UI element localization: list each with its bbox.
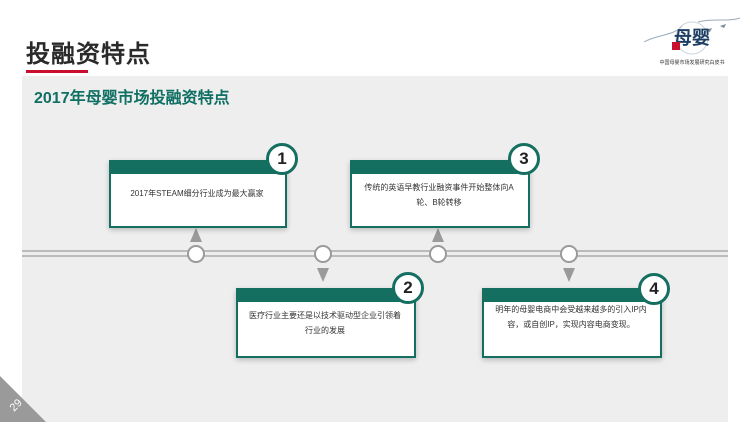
arrow-down-icon — [317, 268, 329, 282]
timeline-node-4 — [560, 245, 578, 263]
feature-card-4: 明年的母婴电商中会受越来越多的引入IP内容，或自创IP，实现内容电商变现。 — [482, 288, 662, 358]
card-header — [236, 288, 416, 302]
timeline-node-3 — [429, 245, 447, 263]
arrow-up-icon — [432, 228, 444, 242]
brand-logo: 母婴 中国母婴市场发展研究白皮书 — [636, 12, 748, 68]
feature-card-3: 传统的英语早教行业融资事件开始整体向A轮、B轮转移 — [350, 160, 530, 228]
card-number-badge: 4 — [638, 273, 670, 305]
timeline — [22, 250, 728, 257]
card-number-badge: 3 — [508, 143, 540, 175]
timeline-node-1 — [187, 245, 205, 263]
card-text: 医疗行业主要还是以技术驱动型企业引领着行业的发展 — [249, 311, 401, 335]
corner-triangle — [0, 376, 46, 422]
timeline-node-2 — [314, 245, 332, 263]
logo-emblem-icon: 母婴 — [643, 17, 741, 55]
card-header — [109, 160, 287, 174]
card-header — [482, 288, 662, 302]
panel-subtitle: 2017年母婴市场投融资特点 — [34, 90, 230, 107]
slide-title: 投融资特点 — [26, 41, 151, 68]
content-panel — [22, 76, 728, 422]
title-underline — [26, 70, 88, 73]
logo-text: 母婴 — [674, 28, 710, 49]
card-number-badge: 2 — [392, 272, 424, 304]
arrow-up-icon — [190, 228, 202, 242]
card-text: 2017年STEAM细分行业成为最大赢家 — [130, 189, 264, 198]
card-header — [350, 160, 530, 174]
logo-caption: 中国母婴市场发展研究白皮书 — [659, 60, 725, 66]
feature-card-2: 医疗行业主要还是以技术驱动型企业引领着行业的发展 — [236, 288, 416, 358]
card-number-badge: 1 — [266, 143, 298, 175]
page-number-corner: 29 — [0, 376, 46, 422]
card-text: 明年的母婴电商中会受越来越多的引入IP内容，或自创IP，实现内容电商变现。 — [495, 305, 647, 329]
feature-card-1: 2017年STEAM细分行业成为最大赢家 — [109, 160, 287, 228]
arrow-down-icon — [563, 268, 575, 282]
card-text: 传统的英语早教行业融资事件开始整体向A轮、B轮转移 — [364, 183, 514, 207]
